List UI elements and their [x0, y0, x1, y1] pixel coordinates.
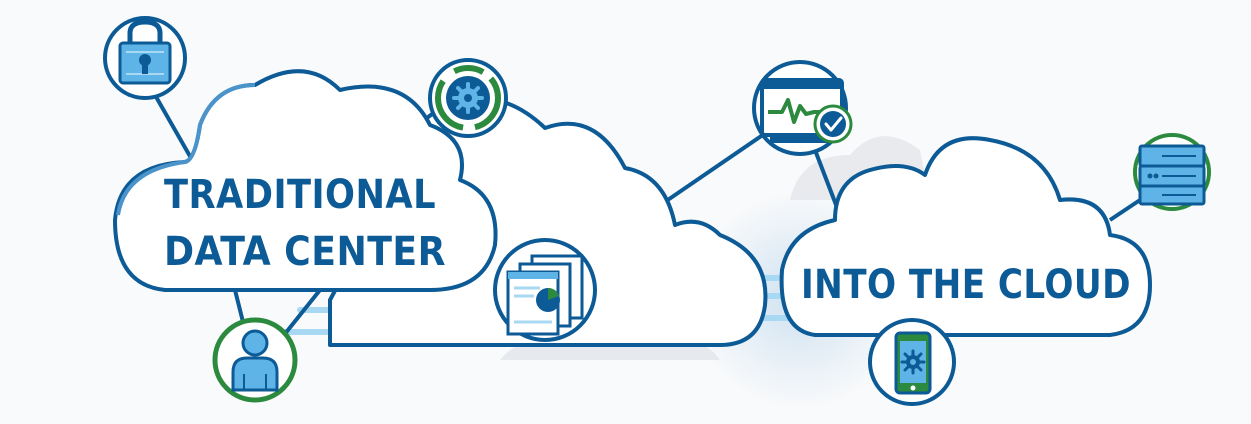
- server-icon: [1138, 144, 1206, 206]
- mobile-gear-icon: [894, 331, 932, 395]
- connector-line: [1108, 198, 1142, 222]
- left-cloud-accent: [116, 83, 256, 216]
- lock-node: [103, 16, 187, 100]
- mobile-node: [868, 318, 956, 406]
- left-cloud: [113, 69, 498, 292]
- left-cloud-label-line2: DATA CENTER: [164, 229, 446, 275]
- user-node: [212, 317, 298, 403]
- lock-icon: [118, 19, 172, 85]
- connector-line: [153, 94, 197, 166]
- gear-node: [428, 58, 508, 138]
- check-badge-icon: [813, 104, 853, 144]
- right-cloud-label: INTO THE CLOUD: [801, 262, 1131, 308]
- connector-line: [813, 149, 840, 211]
- right-cloud: [779, 136, 1152, 337]
- documents-node: [493, 238, 597, 342]
- monitor-node: [752, 60, 853, 156]
- gear-icon: [452, 82, 484, 114]
- left-cloud-label-line1: TRADITIONAL: [164, 172, 436, 218]
- server-node: [1133, 133, 1211, 211]
- documents-chart-icon: [506, 254, 584, 336]
- user-icon: [231, 329, 279, 392]
